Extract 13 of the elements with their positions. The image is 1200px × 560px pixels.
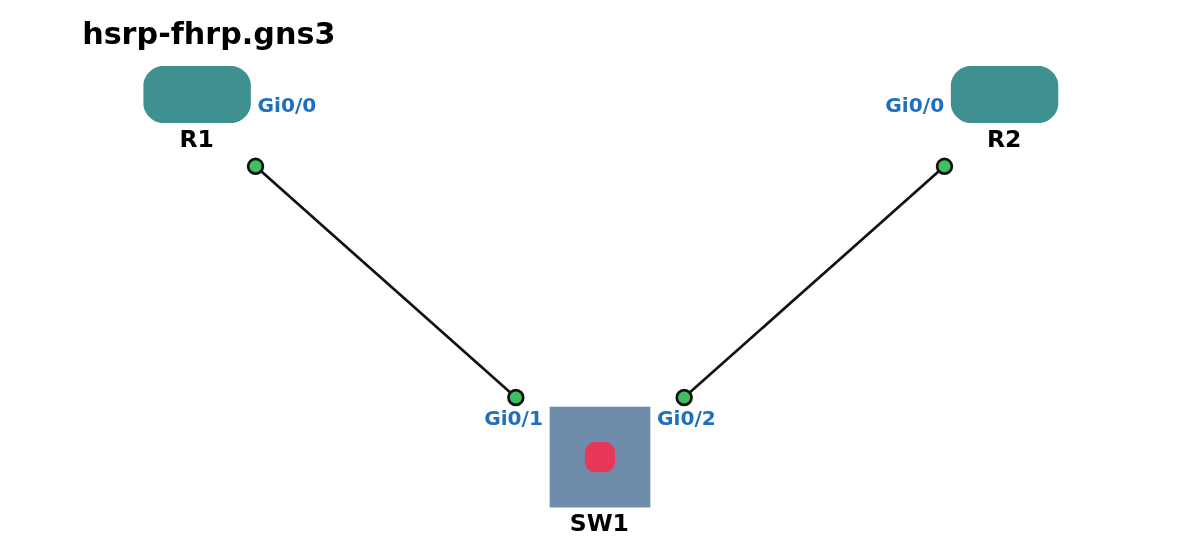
connector [675, 157, 954, 407]
connector [246, 157, 525, 407]
node-box [950, 66, 1059, 124]
node-label: Gi0/2 [657, 405, 716, 430]
node-box [143, 66, 251, 124]
node-label: SW1 [569, 509, 629, 538]
node-label: R2 [986, 124, 1022, 153]
node-box [549, 406, 651, 508]
node-label: Gi0/0 [257, 93, 317, 118]
node-label: Gi0/1 [484, 405, 543, 430]
diagram-title: hsrp-fhrp.gns3 [82, 15, 336, 51]
node-label: Gi0/0 [885, 93, 945, 118]
node-label: R1 [179, 124, 214, 153]
